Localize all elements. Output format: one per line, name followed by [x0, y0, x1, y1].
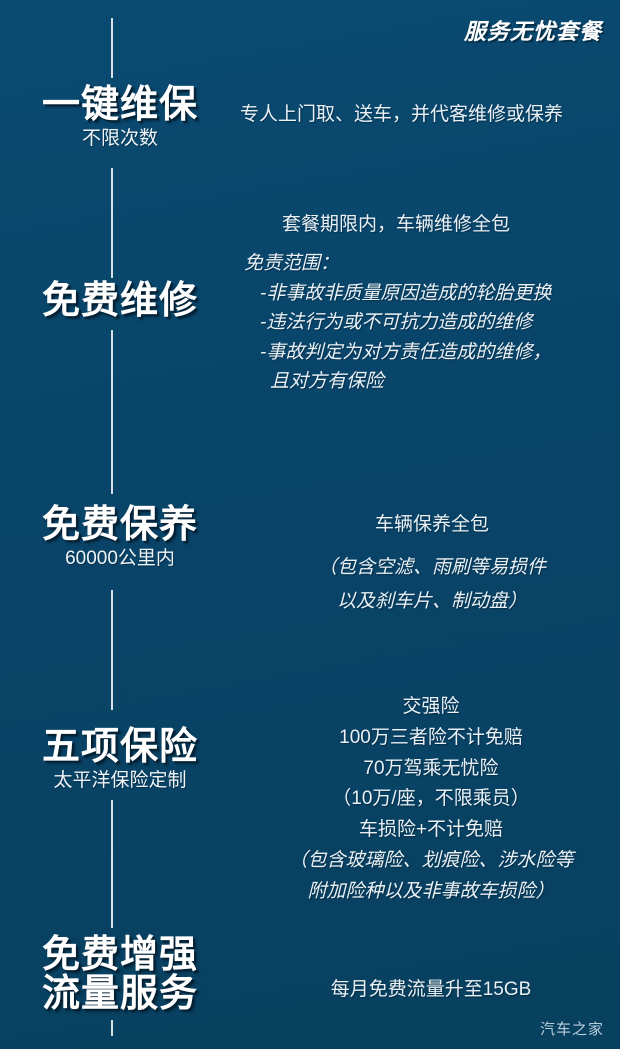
timeline-segment [111, 590, 113, 710]
section-subtitle: 太平洋保险定制 [53, 770, 187, 791]
body-line: 附加险种以及非事故车损险） [307, 880, 555, 902]
body-line: （10万/座，不限乘员） [332, 788, 530, 810]
section-heading-free-repair: 免费维修 [22, 282, 218, 320]
spacer [244, 239, 616, 249]
body-line: 且对方有保险 [270, 371, 385, 393]
timeline-segment [111, 800, 113, 928]
section-heading-one-key-maintenance: 一键维保 不限次数 [22, 86, 218, 150]
timeline-segment [111, 330, 113, 494]
body-line: 套餐期限内，车辆维修全包 [282, 214, 511, 235]
section-body-free-maintenance: 车辆保养全包 （包含空滤、雨刷等易损件 以及刹车片、制动盘） [252, 508, 612, 618]
timeline-segment [111, 18, 113, 78]
section-body-one-key-maintenance: 专人上门取、送车，并代客维修或保养 [240, 100, 612, 129]
section-title-line1: 免费增强 [41, 934, 198, 976]
section-title: 免费保养 [41, 504, 198, 546]
body-line: 每月免费流量升至15GB [330, 979, 532, 1000]
body-line: -非事故非质量原因造成的轮胎更换 [260, 282, 552, 304]
spacer [252, 541, 612, 551]
body-line: （包含空滤、雨刷等易损件 [317, 557, 546, 579]
section-subtitle: 60000公里内 [65, 548, 175, 569]
section-title: 五项保险 [41, 726, 198, 768]
body-line: 专人上门取、送车，并代客维修或保养 [240, 104, 564, 125]
timeline-segment [111, 168, 113, 278]
body-line: 免责范围： [244, 253, 340, 275]
body-line: -违法行为或不可抗力造成的维修 [260, 312, 533, 334]
timeline-rule [111, 0, 113, 1049]
section-heading-free-enhanced-data: 免费增强 流量服务 [22, 936, 218, 1014]
body-line: -事故判定为对方责任造成的维修， [260, 341, 552, 363]
section-title: 免费维修 [41, 280, 198, 322]
body-line: 交强险 [402, 696, 460, 717]
body-line: 车辆保养全包 [374, 514, 489, 535]
watermark-autohome: 汽车之家 [539, 1021, 604, 1038]
section-body-five-insurances: 交强险 100万三者险不计免赔 70万驾乘无忧险 （10万/座，不限乘员） 车损… [250, 692, 612, 907]
section-body-free-repair: 套餐期限内，车辆维修全包 免责范围： -非事故非质量原因造成的轮胎更换 -违法行… [244, 210, 616, 397]
body-line: 100万三者险不计免赔 [339, 726, 523, 748]
section-body-free-enhanced-data: 每月免费流量升至15GB [250, 975, 612, 1004]
section-title: 一键维保 [41, 84, 198, 126]
section-heading-free-maintenance: 免费保养 60000公里内 [22, 506, 218, 570]
section-subtitle: 不限次数 [81, 128, 158, 149]
body-line: 70万驾乘无忧险 [363, 757, 499, 779]
timeline-segment [111, 1020, 113, 1036]
body-line: 车损险+不计免赔 [358, 819, 504, 841]
section-heading-five-insurances: 五项保险 太平洋保险定制 [22, 728, 218, 792]
page-title: 服务无忧套餐 [463, 19, 602, 44]
section-title-line2: 流量服务 [41, 972, 198, 1015]
body-line: 以及刹车片、制动盘） [336, 590, 527, 612]
body-line: （包含玻璃险、划痕险、涉水险等 [288, 849, 574, 871]
